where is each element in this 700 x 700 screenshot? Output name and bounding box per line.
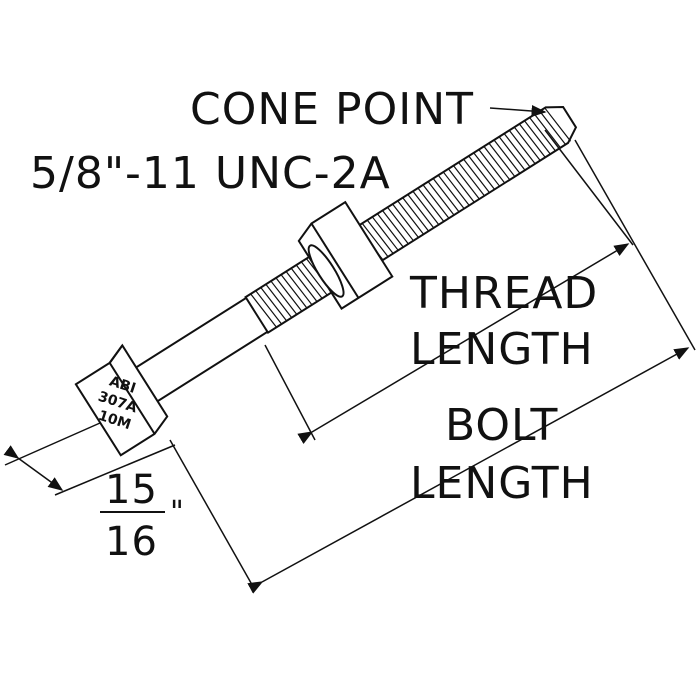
square-head: [74, 343, 169, 457]
thread-line: [483, 146, 511, 181]
thread-line: [442, 171, 470, 206]
thread-line: [534, 113, 561, 149]
thread-line: [529, 117, 556, 152]
head-width-unit: ": [170, 495, 185, 530]
thread-line: [422, 184, 450, 219]
bolt-length-extension-tip: [574, 139, 696, 351]
thread-line: [407, 194, 435, 229]
thread-line: [432, 178, 460, 213]
thread-line: [255, 290, 283, 325]
head-width-extension-2: [54, 444, 176, 496]
thread-line: [478, 149, 506, 184]
thread-line: [468, 155, 496, 190]
thread-line: [437, 174, 465, 209]
thread-length-extension-tip: [544, 129, 634, 246]
thread-line: [493, 139, 521, 174]
dimension-lines: [3, 105, 696, 594]
head-width-numerator: 15: [105, 467, 158, 513]
thread-line: [498, 136, 526, 171]
thread-length-extension-start: [264, 344, 316, 441]
thread-line: [392, 203, 419, 238]
head-marking: ABI 307A 10M: [96, 373, 139, 433]
thread-line: [376, 213, 404, 248]
thread-line: [417, 187, 445, 222]
thread-length-label-2: LENGTH: [410, 324, 594, 375]
head-width-denominator: 16: [105, 519, 158, 565]
thread-line: [270, 280, 298, 315]
thread-line: [382, 210, 409, 245]
thread-length-label-1: THREAD: [410, 268, 599, 319]
bolt-length-label-1: BOLT: [445, 400, 559, 451]
bolt-length-extension-head: [169, 439, 256, 591]
thread-line: [458, 162, 485, 197]
thread-line: [518, 123, 546, 158]
thread-line: [250, 293, 277, 328]
cone-point-label: CONE POINT: [190, 84, 474, 135]
cone-point-leader: [489, 105, 547, 118]
thread-line: [488, 142, 516, 177]
thread-line: [544, 107, 572, 142]
thread-line: [463, 158, 490, 193]
bolt-length-label-2: LENGTH: [410, 458, 594, 509]
thread-line: [453, 165, 480, 200]
thread-line: [524, 120, 551, 155]
thread-line: [412, 190, 440, 226]
thread-line: [265, 283, 293, 319]
thread-line: [260, 287, 288, 322]
head-width-dimension: [3, 445, 64, 491]
thread-line: [397, 200, 425, 235]
thread-line: [503, 133, 531, 168]
thread-line: [427, 181, 455, 216]
thread-line: [402, 197, 430, 232]
thread-line: [473, 152, 501, 187]
thread-spec-label: 5/8"-11 UNC-2A: [30, 148, 391, 199]
head-marking-line-1: ABI: [107, 373, 137, 396]
thread-length-dimension: [297, 243, 630, 445]
thread-line: [508, 130, 536, 165]
thread-line: [447, 168, 475, 203]
thread-line: [387, 206, 414, 242]
thread-line: [513, 126, 541, 161]
